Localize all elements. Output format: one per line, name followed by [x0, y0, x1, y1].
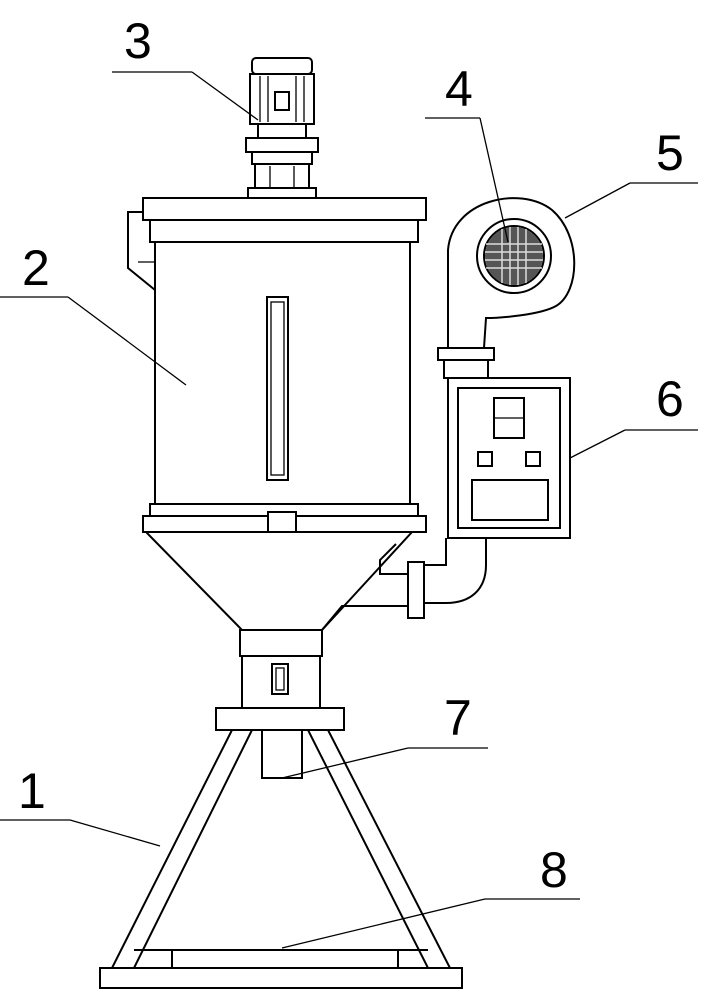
leader-lines — [0, 71, 698, 949]
filter-mesh — [485, 227, 543, 285]
cone-outlet — [143, 531, 415, 779]
blower — [437, 197, 576, 379]
label-1: 1 — [18, 763, 46, 819]
label-4: 4 — [445, 61, 473, 117]
hopper-tank — [127, 197, 427, 541]
frame-stand — [99, 729, 463, 989]
base-plate — [171, 949, 399, 969]
return-pipe — [321, 538, 487, 631]
label-7: 7 — [444, 690, 472, 746]
control-box — [447, 377, 571, 539]
label-3: 3 — [124, 13, 152, 69]
label-8: 8 — [540, 842, 568, 898]
label-5: 5 — [656, 125, 684, 181]
motor — [245, 57, 319, 199]
label-2: 2 — [22, 240, 50, 296]
label-6: 6 — [656, 371, 684, 427]
callout-labels: 1 2 3 4 5 6 7 8 — [18, 13, 684, 898]
